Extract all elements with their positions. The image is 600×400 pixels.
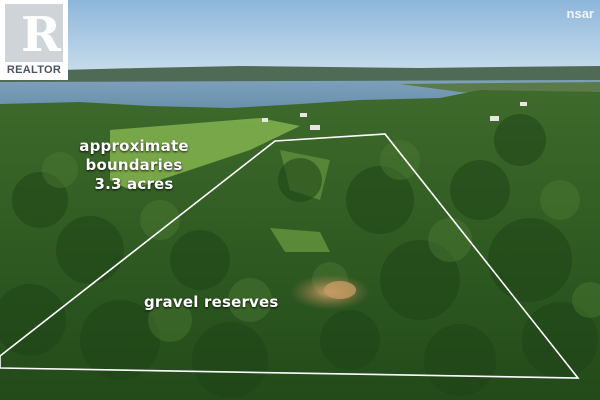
- realtor-logo: R REALTOR: [0, 0, 68, 80]
- nsar-logo: nsar: [566, 6, 594, 21]
- distant-hills: [0, 66, 600, 84]
- realtor-mark-icon: R: [5, 4, 63, 62]
- boundary-outline: [0, 133, 580, 379]
- gravel-label: gravel reserves: [144, 293, 279, 311]
- boundary-label: approximate boundaries 3.3 acres: [36, 137, 232, 194]
- sky: [0, 0, 600, 72]
- field-left: [110, 118, 300, 190]
- boundary-label-line1: approximate boundaries: [79, 137, 189, 174]
- realtor-logo-text: REALTOR: [6, 64, 62, 76]
- field-mid: [270, 228, 330, 252]
- houses: [262, 102, 527, 130]
- boundary-label-line2: 3.3 acres: [94, 175, 174, 193]
- tree-canopy: [0, 114, 598, 398]
